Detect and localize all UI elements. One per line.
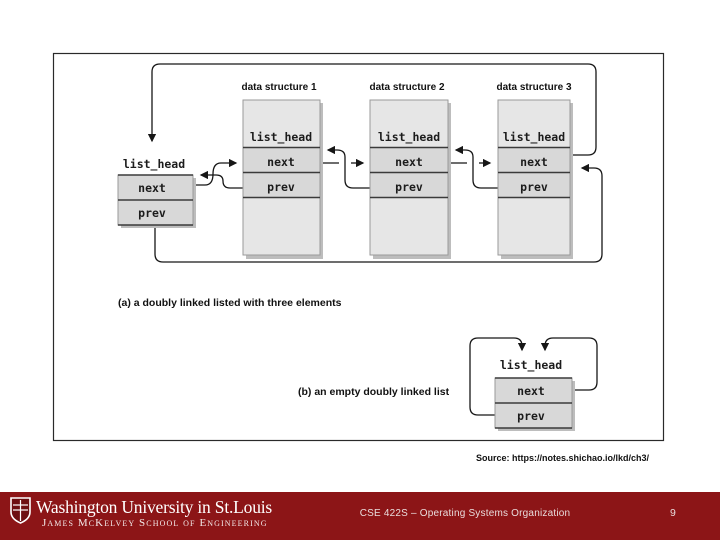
head-node: list_head next prev bbox=[117, 157, 196, 228]
ds1-prev-cell: prev bbox=[267, 180, 295, 194]
ds3-title: data structure 3 bbox=[496, 82, 571, 93]
ds2-listhead-label: list_head bbox=[378, 130, 440, 145]
empty-node-title: list_head bbox=[500, 358, 562, 373]
ds2-prev-cell: prev bbox=[395, 180, 423, 194]
head-next-cell: next bbox=[138, 181, 166, 195]
course-title: CSE 422S – Operating Systems Organizatio… bbox=[359, 508, 571, 519]
caption-b: (b) an empty doubly linked list bbox=[298, 386, 450, 398]
page-number: 9 bbox=[670, 507, 676, 519]
footer: Washington University in St.Louis James … bbox=[0, 492, 720, 540]
caption-a: (a) a doubly linked listed with three el… bbox=[118, 297, 342, 309]
arrow-ds2prev-to-ds1 bbox=[326, 145, 370, 189]
pointer-arrows bbox=[147, 63, 603, 416]
head-node-title: list_head bbox=[123, 157, 185, 172]
university-logo: Washington University in St.Louis James … bbox=[10, 497, 272, 530]
arrow-empty-next-loop bbox=[540, 337, 598, 391]
arrow-ds1prev-to-head bbox=[199, 170, 243, 189]
ds3-next-cell: next bbox=[520, 155, 548, 169]
ds1-listhead-label: list_head bbox=[250, 130, 312, 145]
washu-shield-icon bbox=[10, 497, 31, 524]
ds3-prev-cell: prev bbox=[520, 180, 548, 194]
footer-band bbox=[0, 492, 720, 540]
empty-list-node: list_head next prev bbox=[494, 358, 575, 431]
linked-list-diagram: list_head next prev data structure 1 lis… bbox=[52, 52, 665, 442]
empty-prev-cell: prev bbox=[517, 409, 545, 423]
ds2-next-cell: next bbox=[395, 155, 423, 169]
school-name: James McKelvey School of Engineering bbox=[42, 517, 268, 529]
data-structure-3: data structure 3 list_head next prev bbox=[496, 82, 573, 259]
arrow-headnext-to-ds1 bbox=[193, 158, 238, 186]
source-attribution: Source: https://notes.shichao.io/lkd/ch3… bbox=[475, 453, 649, 463]
ds2-title: data structure 2 bbox=[369, 82, 444, 93]
data-structure-2: data structure 2 list_head next prev bbox=[369, 82, 451, 259]
arrow-ds3next-to-head bbox=[147, 63, 597, 156]
ds3-listhead-label: list_head bbox=[503, 130, 565, 145]
arrow-empty-prev-loop bbox=[469, 337, 527, 416]
arrow-headprev-to-ds3 bbox=[154, 163, 603, 263]
data-structure-1: data structure 1 list_head next prev bbox=[241, 82, 323, 259]
head-prev-cell: prev bbox=[138, 206, 166, 220]
ds1-next-cell: next bbox=[267, 155, 295, 169]
empty-next-cell: next bbox=[517, 384, 545, 398]
university-name: Washington University in St.Louis bbox=[36, 497, 273, 517]
arrow-ds3prev-to-ds2 bbox=[454, 145, 498, 189]
ds1-title: data structure 1 bbox=[241, 82, 316, 93]
